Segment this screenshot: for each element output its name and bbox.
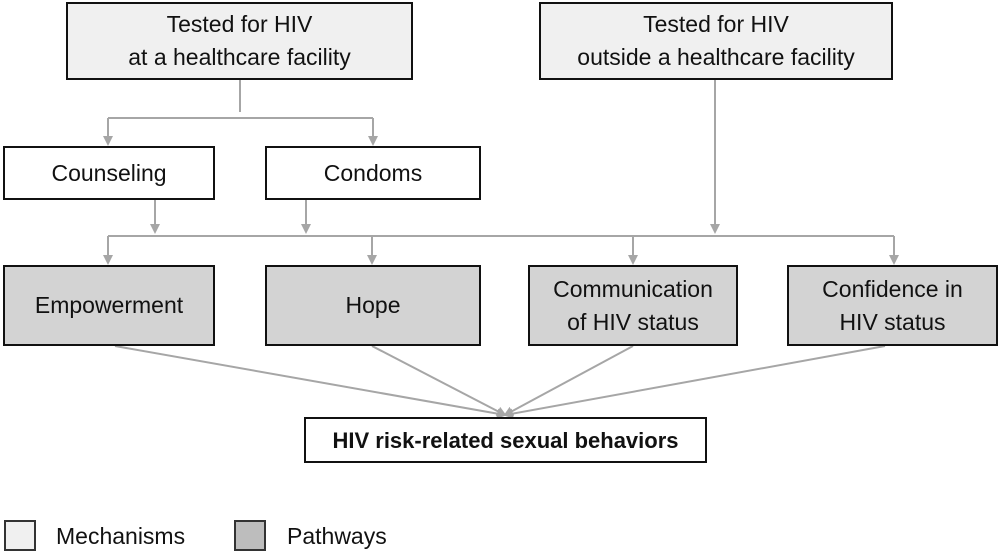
empowerment-label: Empowerment bbox=[34, 292, 184, 318]
arrow-communication-outcome bbox=[503, 345, 634, 416]
condoms-label: Condoms bbox=[323, 159, 423, 186]
empowerment-box: Empowerment bbox=[3, 265, 215, 346]
condoms-box: Condoms bbox=[265, 146, 481, 200]
counseling-box: Counseling bbox=[3, 146, 215, 200]
arrow-confidence-outcome bbox=[503, 345, 886, 419]
legend-label-pathways: Pathways bbox=[287, 523, 387, 549]
communication-box: Communication of HIV status bbox=[528, 265, 738, 346]
hope-box: Hope bbox=[265, 265, 481, 346]
legend-label-mechanisms: Mechanisms bbox=[56, 523, 186, 549]
tested-facility-label: Tested for HIV at a healthcare facility bbox=[128, 11, 351, 70]
tested-outside-label: Tested for HIV outside a healthcare faci… bbox=[577, 11, 855, 70]
communication-label: Communication of HIV status bbox=[553, 275, 713, 335]
legend-swatch-pathways bbox=[234, 520, 266, 551]
tested-outside-box: Tested for HIV outside a healthcare faci… bbox=[539, 2, 893, 80]
arrow-hope-outcome bbox=[371, 345, 507, 416]
confidence-box: Confidence in HIV status bbox=[787, 265, 998, 346]
legend-swatch-mechanisms bbox=[4, 520, 36, 551]
confidence-label: Confidence in HIV status bbox=[822, 275, 963, 335]
outcome-label: HIV risk-related sexual behaviors bbox=[332, 427, 679, 453]
outcome-box: HIV risk-related sexual behaviors bbox=[304, 417, 707, 463]
arrow-empowerment-outcome bbox=[114, 345, 507, 419]
counseling-label: Counseling bbox=[51, 159, 167, 186]
tested-facility-box: Tested for HIV at a healthcare facility bbox=[66, 2, 413, 80]
hope-label: Hope bbox=[345, 292, 401, 318]
